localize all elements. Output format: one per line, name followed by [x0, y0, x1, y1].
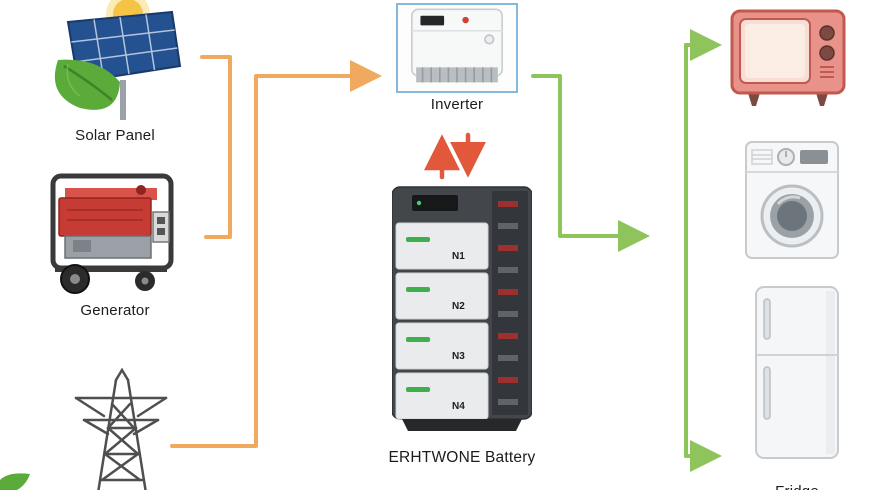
grid-to-inverter-arrow: [170, 60, 382, 448]
battery-module-label: N2: [452, 301, 465, 312]
solar-generator-connector-line: [200, 55, 232, 239]
battery-module: N2: [395, 272, 489, 320]
washing-machine-icon: [742, 138, 842, 262]
inverter-to-loads-arrow: [531, 74, 650, 252]
battery-label: ERHTWONE Battery: [388, 449, 536, 466]
panel-pole: [120, 80, 126, 120]
solar-panel-icon: [40, 0, 190, 125]
battery-module: N3: [395, 322, 489, 370]
bms-connectors: [498, 201, 518, 405]
battery-module-label: N3: [452, 351, 465, 362]
fridge-handle: [763, 298, 771, 340]
leaf-decoration-icon: [0, 466, 34, 490]
solar-panel-label: Solar Panel: [75, 127, 155, 144]
inverter-logo: [462, 16, 469, 24]
fridge-icon: [752, 283, 842, 462]
tv-knob: [819, 45, 835, 61]
fridge-body: [755, 286, 839, 459]
fridge-handle: [763, 366, 771, 420]
tv-icon: [728, 5, 848, 108]
battery-module: N4: [395, 372, 489, 420]
fuel-cap: [136, 185, 146, 195]
battery-module-label: N4: [452, 401, 465, 412]
generator-label: Generator: [80, 302, 150, 319]
fridge-label: Fridge: [752, 483, 842, 490]
outlet-panel: [152, 211, 170, 243]
generator-tank: [58, 197, 152, 237]
battery-icon: N1 N2 N3 N4: [392, 185, 532, 432]
inverter-button: [484, 34, 495, 45]
power-tower-icon: [68, 368, 173, 490]
leaf-icon: [54, 59, 120, 110]
generator-icon: [45, 168, 185, 298]
battery-base: [402, 419, 522, 431]
battery-module: N1: [395, 222, 489, 270]
tv-knob: [819, 25, 835, 41]
inverter-label: Inverter: [430, 96, 484, 113]
inverter-display: [420, 15, 445, 26]
inverter-icon: [396, 3, 518, 93]
battery-display: [412, 195, 458, 211]
washer-display: [800, 150, 828, 164]
battery-status-led: [416, 200, 422, 206]
battery-module-label: N1: [452, 251, 465, 262]
